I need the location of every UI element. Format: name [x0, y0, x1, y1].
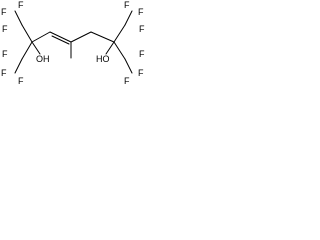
bond-cq-left-to-oh	[31, 41, 41, 55]
atom-f-top-left-2: F	[18, 0, 24, 10]
bond-cq-right-to-cf3-bottom	[113, 41, 126, 60]
atom-labels: F F F F F F OH HO F F F F F F	[1, 0, 145, 86]
bond-ch-to-ch2	[70, 31, 92, 43]
double-bond-line-1	[49, 31, 72, 43]
atom-f-bottom-right-2: F	[138, 68, 144, 78]
bond-cq-left-to-cf3-bottom	[21, 41, 33, 60]
atom-f-top-right-3: F	[139, 24, 145, 34]
bond-c-cf3-top-left	[14, 10, 23, 26]
bond-cq-right-to-oh	[105, 41, 115, 55]
atom-f-bottom-left-1: F	[2, 49, 8, 59]
bond-c-cf3-top-right	[124, 10, 133, 26]
atom-f-bottom-left-3: F	[18, 76, 24, 86]
molecule-structure-diagram: F F F F F F OH HO F F F F F F	[1, 0, 145, 86]
atom-ho-right: HO	[96, 54, 110, 64]
atom-f-bottom-right-3: F	[124, 76, 130, 86]
atom-f-top-right-1: F	[124, 0, 130, 10]
atom-f-top-left-3: F	[2, 24, 8, 34]
atom-f-bottom-right-1: F	[139, 49, 145, 59]
bond-ch2-to-cq-right	[90, 31, 115, 43]
bond-c-cf3-bottom-left	[14, 58, 23, 74]
atom-f-top-left-1: F	[1, 7, 7, 17]
bond-cq-left-to-vinyl	[31, 31, 51, 43]
atom-oh-left: OH	[36, 54, 50, 64]
bond-cq-right-to-cf3-top	[113, 24, 126, 43]
bond-cq-left-to-cf3-top	[21, 24, 33, 43]
bonds	[14, 10, 133, 74]
double-bond-line-2	[51, 35, 70, 45]
atom-f-bottom-left-2: F	[1, 68, 7, 78]
bond-c-cf3-bottom-right	[124, 58, 133, 74]
atom-f-top-right-2: F	[138, 7, 144, 17]
